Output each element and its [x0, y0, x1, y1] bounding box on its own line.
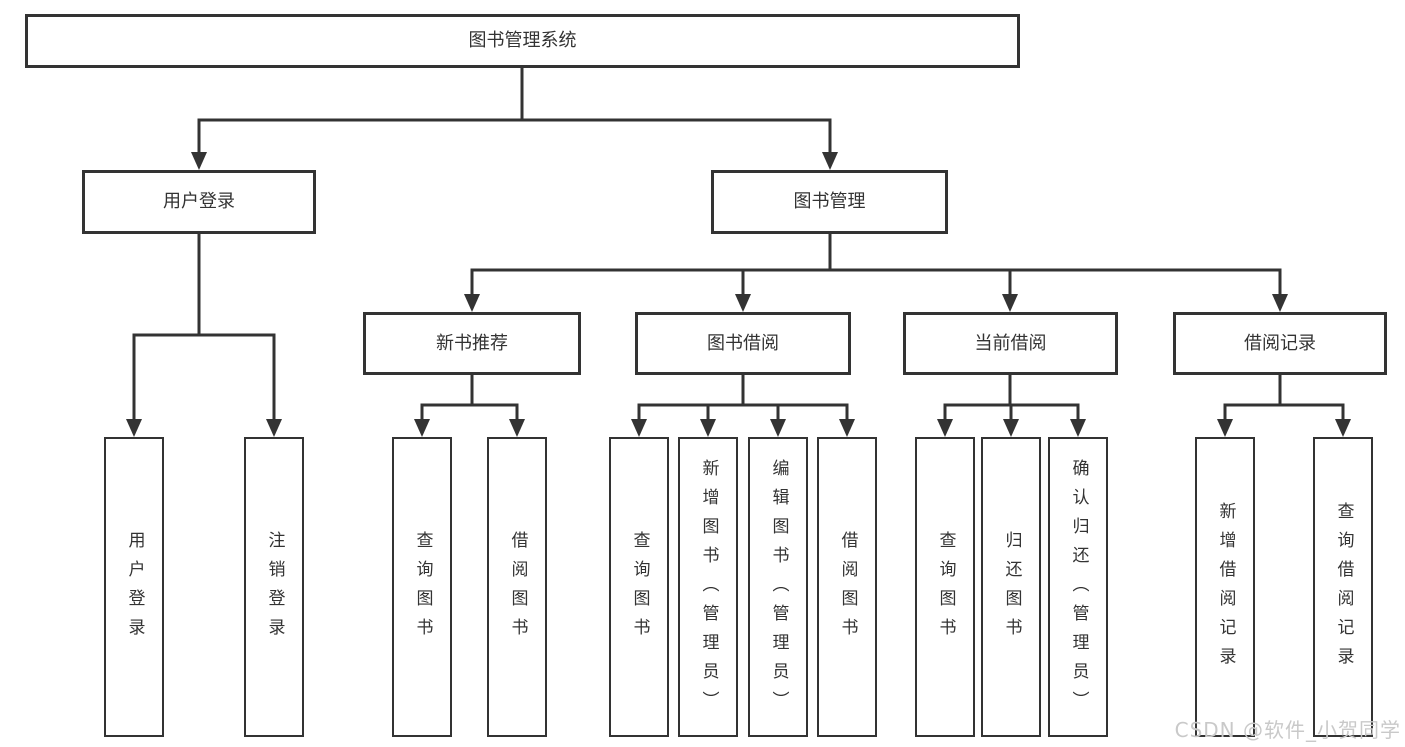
node-label: 归还图书 [1001, 531, 1022, 647]
leaf-edit-books-admin: 编辑图书（管理员） [748, 437, 808, 737]
leaf-query-books-current: 查询图书 [915, 437, 975, 737]
connector-book-borrow-children [631, 375, 855, 437]
node-label: 用户登录 [124, 531, 145, 647]
node-new-book-recommend: 新书推荐 [363, 312, 581, 375]
node-label: 用户登录 [163, 191, 235, 212]
node-book-borrow: 图书借阅 [635, 312, 851, 375]
leaf-logout: 注销登录 [244, 437, 304, 737]
connector-book-management-children [464, 234, 1288, 312]
node-book-management: 图书管理 [711, 170, 948, 234]
node-label: 新增借阅记录 [1215, 502, 1236, 676]
node-user-login: 用户登录 [82, 170, 316, 234]
node-label: 新增图书（管理员） [698, 458, 719, 720]
node-current-borrow: 当前借阅 [903, 312, 1118, 375]
node-label: 当前借阅 [974, 332, 1047, 354]
node-label: 查询图书 [412, 531, 433, 647]
node-borrow-records: 借阅记录 [1173, 312, 1387, 375]
leaf-borrow-books-recommend: 借阅图书 [487, 437, 547, 737]
node-label: 图书借阅 [707, 332, 779, 354]
leaf-user-login: 用户登录 [104, 437, 164, 737]
leaf-query-books-borrow: 查询图书 [609, 437, 669, 737]
node-label: 借阅图书 [837, 531, 858, 647]
connector-root-to-level2 [191, 68, 838, 170]
leaf-confirm-return-admin: 确认归还（管理员） [1048, 437, 1108, 737]
connector-borrow-records-children [1217, 375, 1351, 437]
node-label: 查询借阅记录 [1333, 502, 1354, 676]
node-label: 注销登录 [264, 531, 285, 647]
node-label: 确认归还（管理员） [1068, 458, 1089, 720]
node-label: 查询图书 [629, 531, 650, 647]
connector-new-book-recommend-children [414, 375, 525, 437]
node-label: 新书推荐 [436, 332, 508, 354]
node-label: 图书管理 [793, 191, 866, 212]
leaf-return-books: 归还图书 [981, 437, 1041, 737]
node-label: 借阅记录 [1244, 332, 1316, 354]
leaf-add-borrow-record: 新增借阅记录 [1195, 437, 1255, 737]
node-library-management-system: 图书管理系统 [25, 14, 1020, 68]
node-label: 编辑图书（管理员） [768, 458, 789, 720]
leaf-query-books-recommend: 查询图书 [392, 437, 452, 737]
leaf-borrow-books: 借阅图书 [817, 437, 877, 737]
connector-current-borrow-children [937, 375, 1086, 437]
node-label: 查询图书 [935, 531, 956, 647]
connector-user-login-children [126, 234, 282, 437]
leaf-add-books-admin: 新增图书（管理员） [678, 437, 738, 737]
csdn-watermark: CSDN @软件_小贺同学 [1174, 718, 1401, 742]
leaf-query-borrow-record: 查询借阅记录 [1313, 437, 1373, 737]
node-label: 图书管理系统 [468, 30, 577, 51]
node-label: 借阅图书 [507, 531, 528, 647]
